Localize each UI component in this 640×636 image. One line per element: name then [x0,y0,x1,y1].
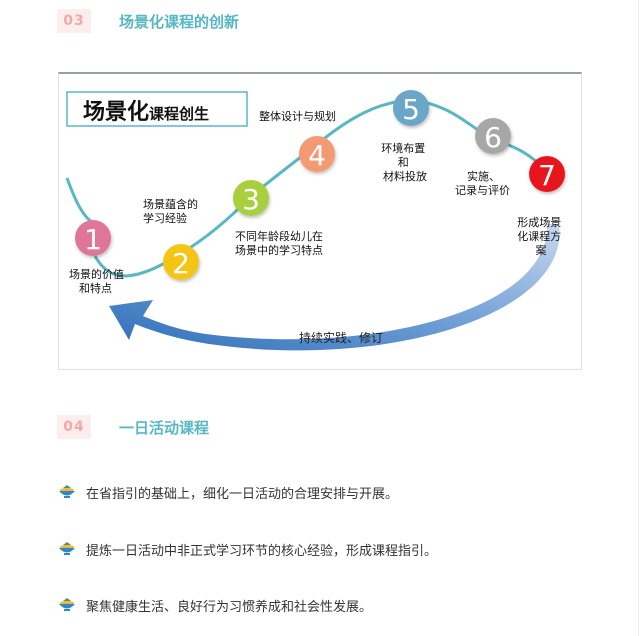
diagram-title: 场景化课程创生 [83,99,209,125]
section-header-03: 03 场景化课程的创新 [57,8,239,34]
section-title: 场景化课程的创新 [119,12,240,31]
list-item: 聚焦健康生活、良好行为习惯养成和社会性发展。 [58,594,372,616]
step-2-label-line: 学习经验 [143,211,187,225]
step-7-circle [529,156,565,192]
section-title: 一日活动课程 [119,418,210,437]
list-item: 在省指引的基础上，细化一日活动的合理安排与开展。 [58,481,398,503]
right-divider [638,0,639,636]
step-5-number: 5 [402,93,420,126]
step-6-label-line: 记录与评价 [455,184,510,197]
step-7-label-line: 案 [536,243,547,257]
step-5-label-line: 和 [398,156,409,169]
step-1-label: 场景的价值 和特点 [69,267,128,295]
step-2-label: 场景蕴含的 学习经验 [143,197,202,225]
bowl-icon [59,485,75,498]
step-4-circle [299,136,335,172]
diagram-title-small: 课程创生 [149,105,209,123]
step-5-label-line: 环境布置 [381,141,425,155]
course-cycle-diagram: 场景化课程创生 持续实践、修订 1 场景的价值 和特点 2 场景蕴含的 学习经验… [58,72,582,370]
step-7-label-line: 形成场景 [517,215,561,229]
list-item-text: 提炼一日活动中非正式学习环节的核心经验，形成课程指引。 [86,543,438,559]
section-number: 04 [57,415,91,439]
step-6-label: 实施、 记录与评价 [455,169,510,197]
step-1-label-line: 和特点 [79,281,112,295]
step-2-circle [163,244,199,280]
step-6-number: 6 [484,121,502,154]
step-3-label-line: 场景中的学习特点 [235,243,323,257]
step-5-label-line: 材料投放 [383,169,427,183]
step-7-label: 形成场景 化课程方 案 [517,215,565,257]
step-3-label: 不同年龄段幼儿在 场景中的学习特点 [235,229,327,257]
step-1-circle [75,220,111,256]
step-4-label: 整体设计与规划 [259,109,336,123]
section-number: 03 [57,9,91,33]
step-2-number: 2 [172,247,190,280]
step-5-circle [393,90,429,126]
diagram-canvas: 场景化课程创生 持续实践、修订 1 场景的价值 和特点 2 场景蕴含的 学习经验… [65,90,565,351]
step-4-label-line: 整体设计与规划 [259,109,336,123]
bowl-icon [59,542,75,555]
step-6-circle [475,118,511,154]
step-2-label-line: 场景蕴含的 [143,197,198,211]
diagram-title-box [66,91,248,127]
loop-label: 持续实践、修订 [299,330,383,345]
loop-arrow [109,224,560,351]
section-header-04: 04 一日活动课程 [57,414,209,440]
step-5-label: 环境布置 和 材料投放 [381,141,429,183]
step-6-label-line: 实施、 [467,169,500,183]
step-3-circle [233,180,269,216]
step-1-number: 1 [84,223,102,256]
step-4-number: 4 [308,139,326,172]
step-7-label-line: 化课程方 [517,229,561,243]
step-3-label-line: 不同年龄段幼儿在 [235,229,323,243]
diagram-title-big: 场景化 [83,99,149,125]
list-item-text: 聚焦健康生活、良好行为习惯养成和社会性发展。 [86,599,373,615]
list-item-text: 在省指引的基础上，细化一日活动的合理安排与开展。 [86,486,399,502]
step-3-number: 3 [242,183,260,216]
bowl-icon [59,598,75,611]
list-item: 提炼一日活动中非正式学习环节的核心经验，形成课程指引。 [58,538,437,560]
step-1-label-line: 场景的价值 [69,267,124,281]
step-7-number: 7 [538,159,556,192]
